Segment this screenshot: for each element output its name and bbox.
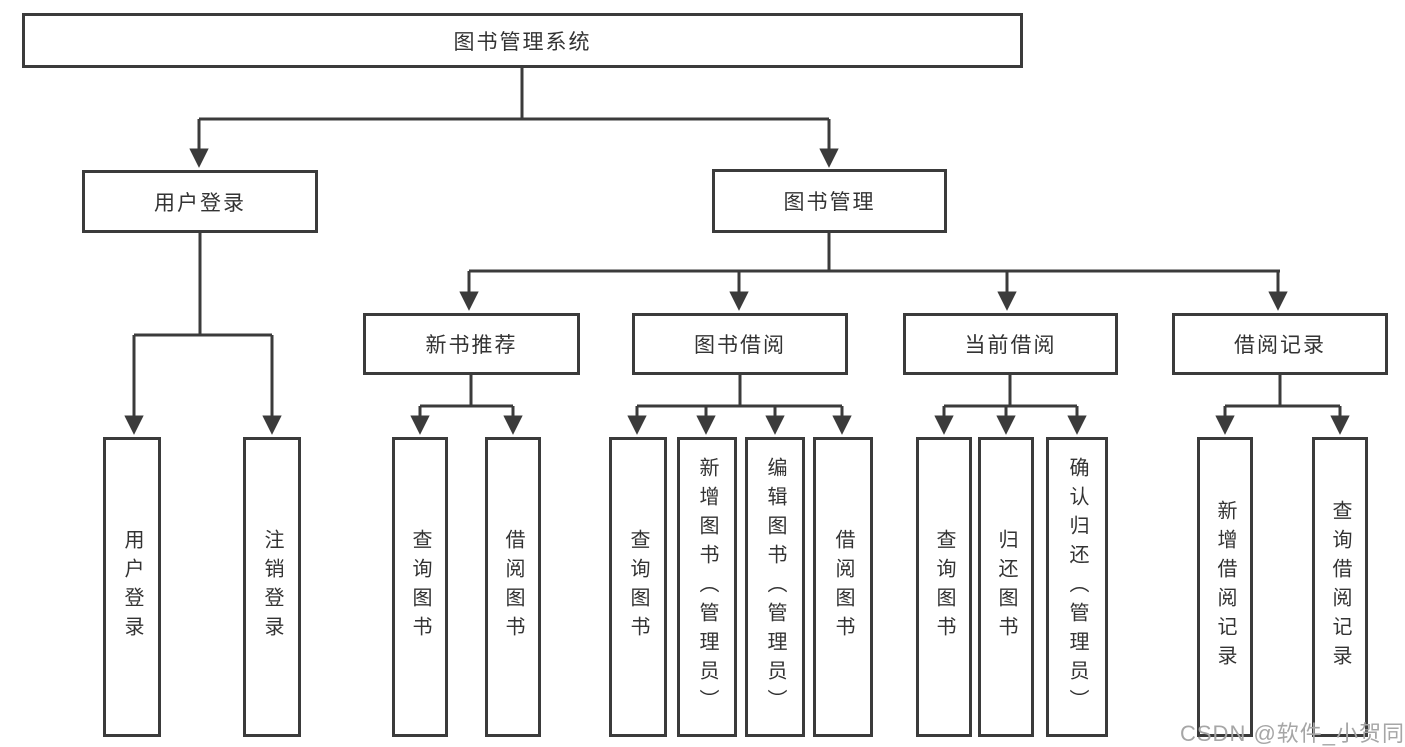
- node-label: 新增借阅记录: [1214, 500, 1236, 674]
- node-label: 借阅图书: [832, 529, 854, 645]
- node-label: 注销登录: [261, 529, 283, 645]
- node-label: 查询图书: [933, 529, 955, 645]
- node-new-book-recommendation: 新书推荐: [363, 313, 580, 375]
- node-label: 图书管理系统: [453, 30, 592, 54]
- leaf-user-login: 用户登录: [103, 437, 161, 737]
- node-label: 借阅图书: [502, 529, 524, 645]
- node-label: 借阅记录: [1234, 334, 1326, 357]
- node-label: 归还图书: [995, 529, 1017, 645]
- leaf-query-borrow-record: 查询借阅记录: [1312, 437, 1368, 737]
- node-label: 图书管理: [783, 191, 876, 214]
- node-label: 当前借阅: [964, 334, 1057, 357]
- leaf-edit-books-admin: 编辑图书（管理员）: [745, 437, 805, 737]
- csdn-watermark: CSDN @软件_小贺同学: [1180, 721, 1405, 746]
- leaf-confirm-return-admin: 确认归还（管理员）: [1046, 437, 1108, 737]
- node-current-borrowing: 当前借阅: [903, 313, 1118, 375]
- leaf-borrow-books-recommend: 借阅图书: [485, 437, 541, 737]
- node-label: 用户登录: [154, 191, 246, 215]
- node-borrowing-records: 借阅记录: [1172, 313, 1388, 375]
- node-label: 查询图书: [409, 529, 431, 645]
- leaf-logout: 注销登录: [243, 437, 301, 737]
- leaf-query-books-borrowing: 查询图书: [609, 437, 667, 737]
- leaf-add-borrow-record: 新增借阅记录: [1197, 437, 1253, 737]
- node-library-management-system: 图书管理系统: [22, 13, 1023, 68]
- leaf-query-books-current: 查询图书: [916, 437, 972, 737]
- node-label: 新书推荐: [425, 334, 518, 357]
- node-label: 查询图书: [627, 529, 649, 645]
- tree-connectors: [124, 68, 1350, 435]
- leaf-add-books-admin: 新增图书（管理员）: [677, 437, 737, 737]
- node-label: 图书借阅: [694, 334, 786, 357]
- leaf-query-books-recommend: 查询图书: [392, 437, 448, 737]
- node-book-borrowing: 图书借阅: [632, 313, 848, 375]
- node-label: 编辑图书（管理员）: [764, 456, 786, 718]
- leaf-borrow-books: 借阅图书: [813, 437, 873, 737]
- leaf-return-books: 归还图书: [978, 437, 1034, 737]
- node-label: 查询借阅记录: [1329, 500, 1351, 674]
- node-label: 确认归还（管理员）: [1066, 456, 1088, 718]
- node-user-login: 用户登录: [82, 170, 318, 233]
- node-label: 新增图书（管理员）: [696, 456, 718, 718]
- node-book-management: 图书管理: [712, 169, 947, 233]
- node-label: 用户登录: [121, 529, 143, 645]
